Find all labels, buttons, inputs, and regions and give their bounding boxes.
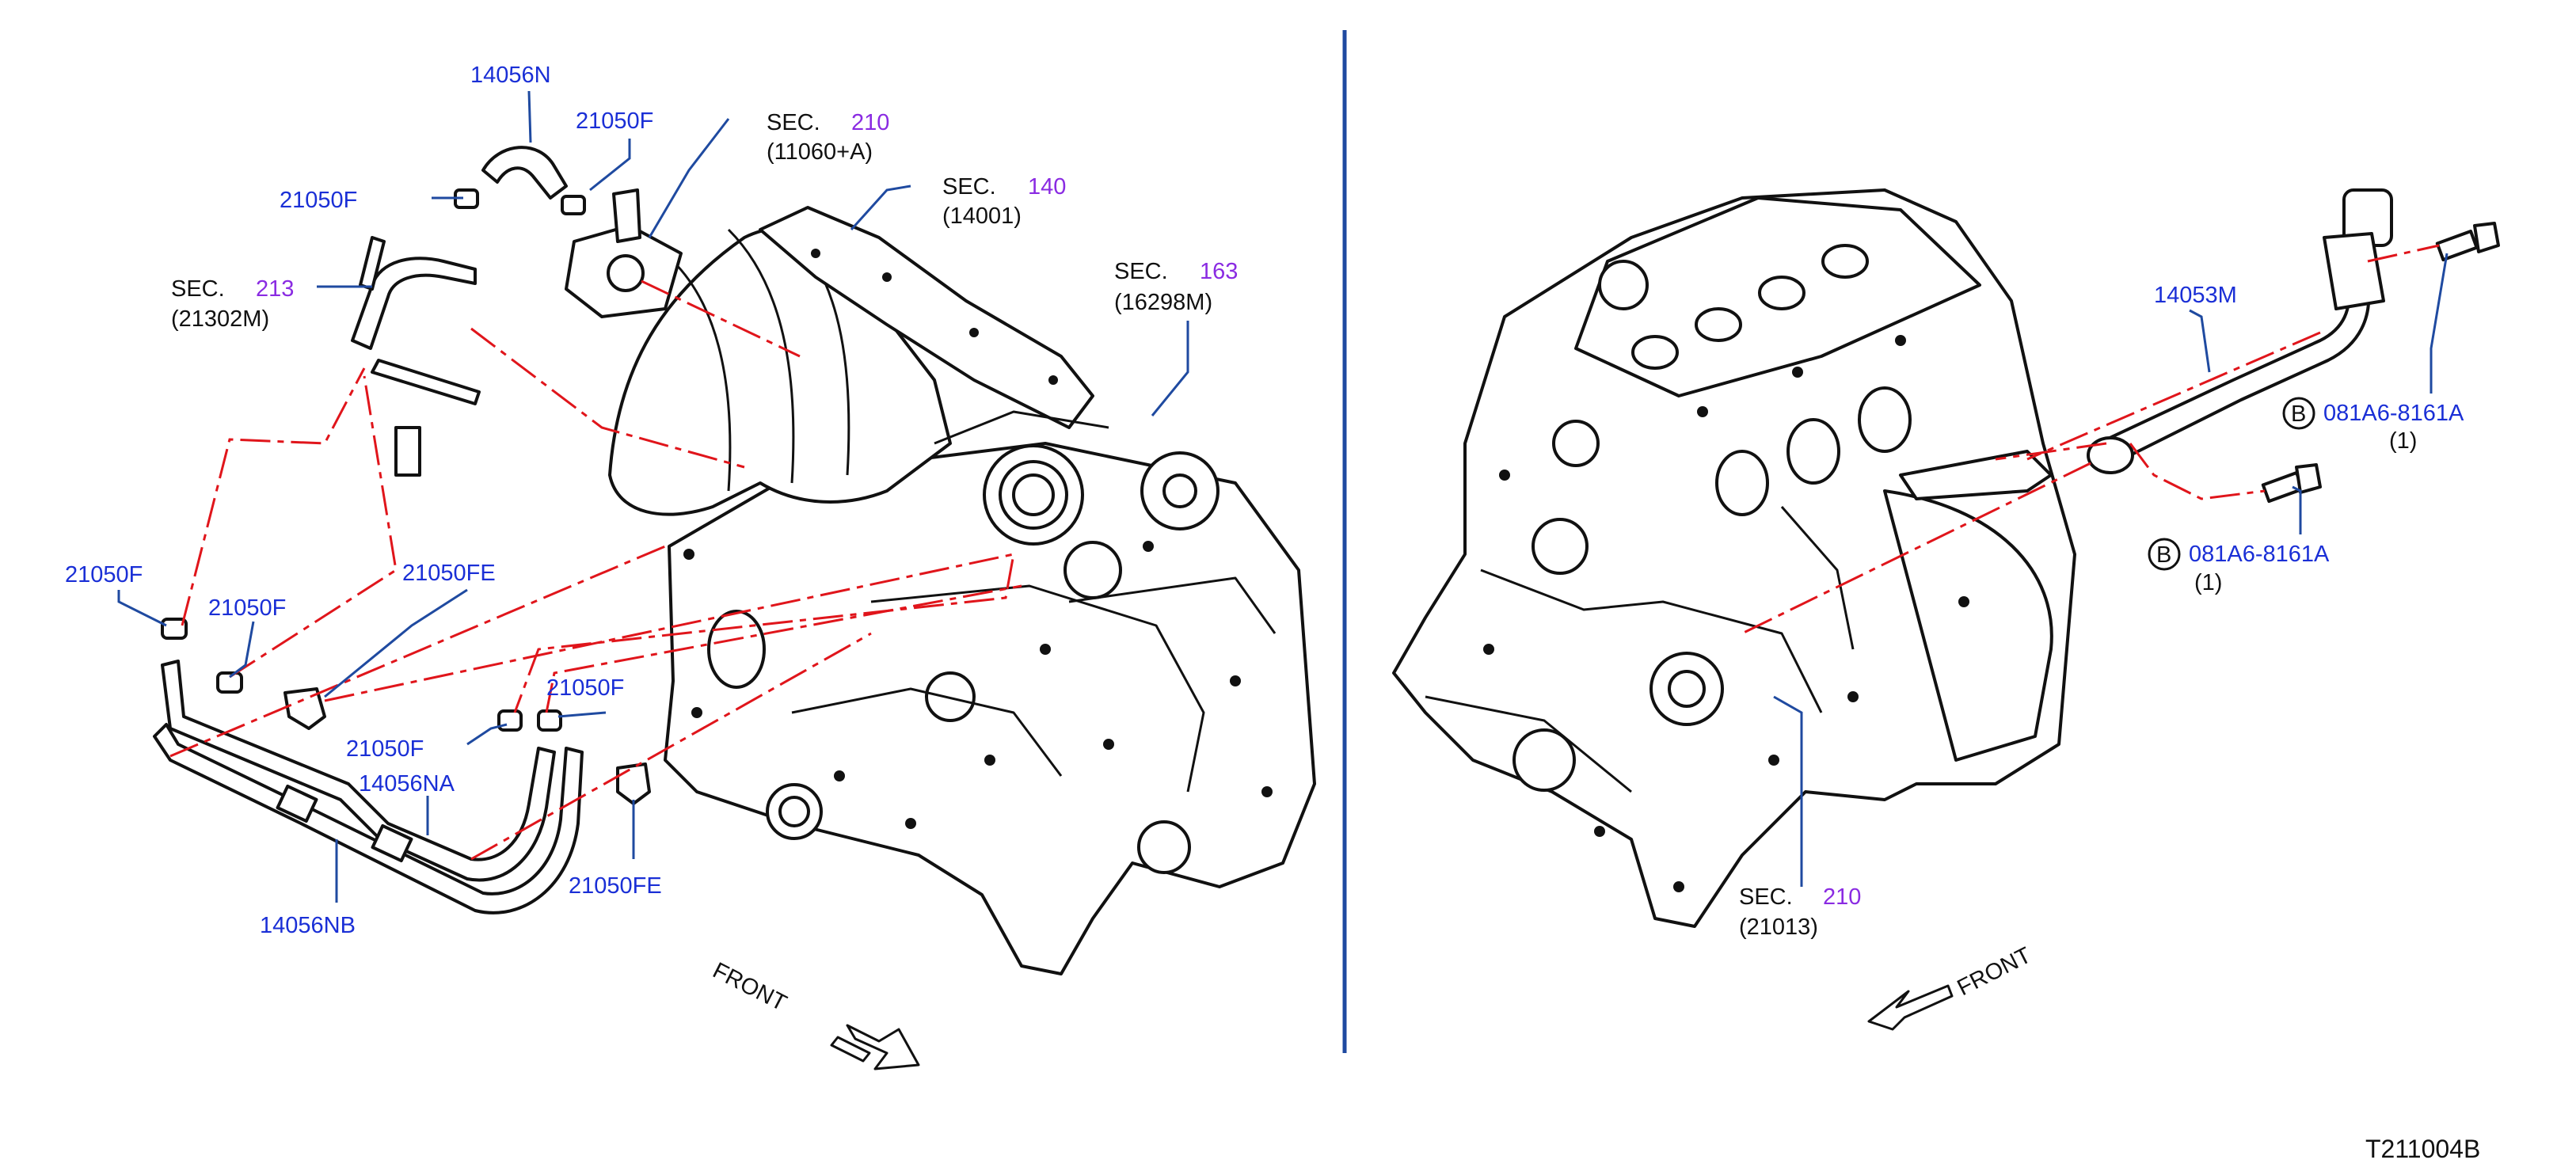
- clamp-21050F-mid: [216, 671, 243, 694]
- leader-lines: [117, 90, 2449, 903]
- front-indicator-left: FRONT: [709, 958, 920, 1070]
- sec-140-ref: (14001): [942, 203, 1022, 229]
- label-21050FE-1: 21050FE: [402, 561, 496, 586]
- clamp-21050F-left: [161, 618, 188, 640]
- sec-210b-word: SEC.: [1739, 884, 1793, 910]
- bolt-081A6-8161A-upper: [2435, 222, 2500, 262]
- clip-21050FE-2: [616, 762, 651, 805]
- bolt-letter-upper: B: [2291, 401, 2306, 427]
- sec-213-number: 213: [256, 276, 294, 302]
- label-21050FE-2: 21050FE: [569, 873, 662, 899]
- label-14056N: 14056N: [470, 63, 551, 88]
- sec-163-word: SEC.: [1114, 259, 1168, 284]
- right-engine-block: [1392, 188, 2076, 928]
- sec-163-number: 163: [1200, 259, 1238, 284]
- clamp-21050F-low2: [537, 709, 562, 732]
- assembly-lines-right: [1741, 244, 2440, 635]
- label-14053M: 14053M: [2154, 283, 2237, 308]
- front-indicator-right: FRONT: [1867, 942, 2036, 1031]
- sec-140-word: SEC.: [942, 174, 996, 200]
- sec-210-word: SEC.: [767, 110, 820, 135]
- label-081A6-8161A-lower: 081A6-8161A: [2189, 542, 2330, 567]
- label-14056NA: 14056NA: [359, 771, 455, 797]
- sec-140-number: 140: [1028, 174, 1066, 200]
- clamp-21050F-top: [561, 195, 586, 215]
- left-engine-block: [608, 206, 1316, 975]
- label-21050F-mid: 21050F: [208, 595, 286, 621]
- label-21050F-left: 21050F: [65, 562, 143, 588]
- front-left-text: FRONT: [709, 958, 791, 1017]
- hose-14056N: [481, 146, 568, 200]
- sec-163-ref: (16298M): [1114, 290, 1212, 315]
- qty-upper: (1): [2389, 428, 2417, 454]
- bolt-081A6-8161A-lower: [2261, 463, 2322, 504]
- sec-213-ref: (21302M): [171, 306, 269, 332]
- bolt-letter-lower: B: [2156, 542, 2171, 568]
- bolt-callout-upper: B 081A6-8161A (1): [2282, 397, 2464, 454]
- label-21050F-low2: 21050F: [546, 675, 624, 701]
- water-outlet-part: [565, 188, 683, 318]
- figure-code: T211004B: [2365, 1135, 2480, 1163]
- bypass-pipe-part: [351, 236, 481, 477]
- label-14056NB: 14056NB: [260, 913, 356, 938]
- label-21050F-low1: 21050F: [346, 736, 424, 762]
- sec-210-number: 210: [851, 110, 889, 135]
- label-21050F-upperleft: 21050F: [280, 188, 357, 213]
- assembly-lines-left: [169, 279, 1022, 861]
- hoses-14056NA-14056NB: [153, 660, 584, 915]
- sec-210-ref: (11060+A): [767, 139, 873, 165]
- water-pipe-14053M: [2087, 188, 2393, 474]
- label-081A6-8161A-upper: 081A6-8161A: [2323, 401, 2464, 426]
- clamp-21050F-low1: [497, 709, 523, 732]
- sec-210b-number: 210: [1823, 884, 1861, 910]
- sec-210b-ref: (21013): [1739, 915, 1818, 940]
- bolt-callout-lower: B 081A6-8161A (1): [2148, 538, 2330, 595]
- qty-lower: (1): [2194, 570, 2222, 595]
- label-21050F-top: 21050F: [576, 108, 653, 134]
- sec-213-word: SEC.: [171, 276, 225, 302]
- front-right-text: FRONT: [1954, 942, 2036, 1001]
- clip-21050FE-1: [283, 687, 326, 730]
